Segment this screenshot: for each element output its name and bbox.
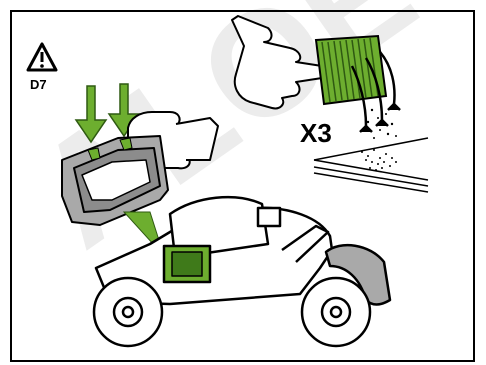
warning-code: D7 (30, 77, 47, 92)
repeat-count-label: X3 (300, 118, 332, 148)
warning-triangle-icon (28, 44, 56, 70)
air-filter-icon (316, 36, 386, 104)
